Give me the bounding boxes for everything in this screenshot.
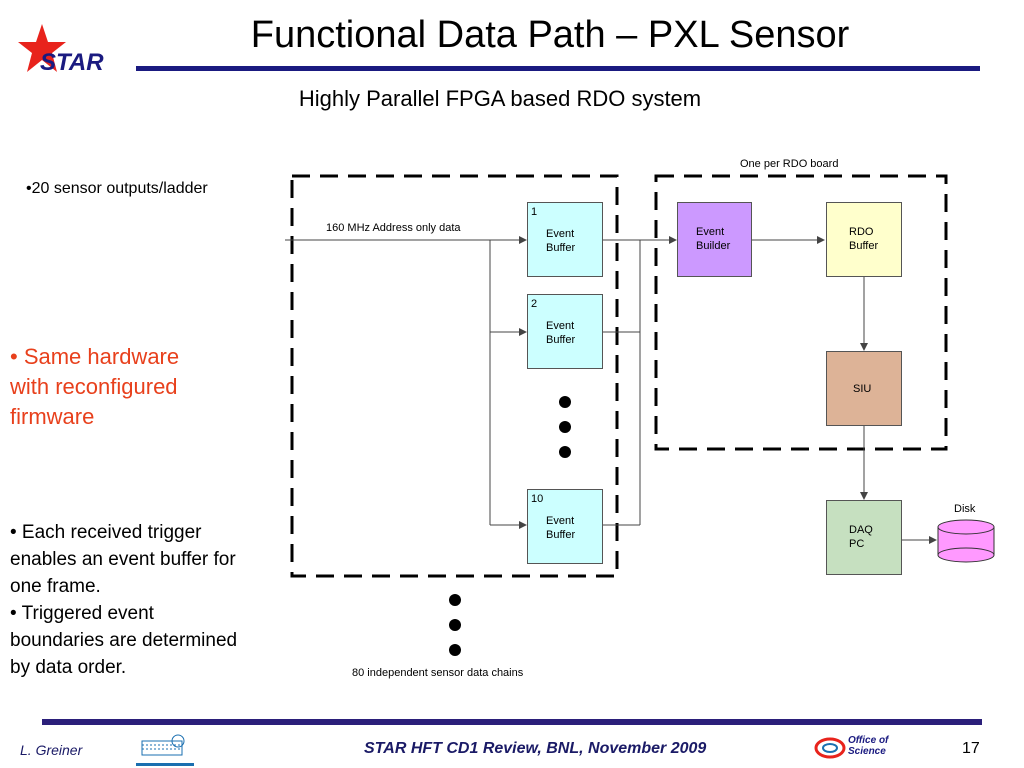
ellipsis-dot — [559, 421, 571, 433]
star-logo: STAR — [18, 24, 104, 76]
siu-box: SIU — [826, 351, 902, 426]
boundary-line: by data order. — [10, 657, 127, 678]
trigger-line: one frame. — [10, 576, 101, 597]
trigger-line: enables an event buffer for — [10, 549, 236, 570]
buffer-number: 10 — [531, 493, 544, 505]
ellipsis-dot — [449, 619, 461, 631]
page-subtitle: Highly Parallel FPGA based RDO system — [298, 86, 702, 111]
page-number: 17 — [962, 740, 980, 757]
ellipsis-dot — [559, 446, 571, 458]
rdo-board-dashed-region — [654, 174, 948, 451]
science-swirl-icon — [814, 737, 846, 759]
footer-rule — [42, 719, 982, 725]
input-label: 160 MHz Address only data — [326, 222, 461, 234]
sensor-outputs-text: •20 sensor outputs/ladder — [26, 180, 208, 197]
footer-event: STAR HFT CD1 Review, BNL, November 2009 — [364, 740, 707, 757]
ellipsis-dot — [449, 644, 461, 656]
boundary-line: • Triggered event — [10, 603, 154, 624]
siu-label: SIU — [853, 383, 872, 395]
buffer-number: 2 — [531, 298, 538, 310]
same-hardware-text: • Same hardware with reconfigured firmwa… — [10, 342, 179, 432]
disk-label: Disk — [954, 503, 976, 515]
disk-icon — [937, 519, 995, 563]
same-hw-line: firmware — [10, 404, 95, 429]
rdo-board-label: One per RDO board — [740, 158, 839, 170]
logo-text: STAR — [40, 49, 104, 76]
chains-label: 80 independent sensor data chains — [352, 667, 524, 679]
same-hw-line: with reconfigured — [10, 374, 178, 399]
building-icon — [141, 734, 185, 756]
ellipsis-dot — [559, 396, 571, 408]
bnl-logo — [136, 731, 194, 766]
star-icon — [18, 24, 66, 72]
ellipsis-dot — [449, 594, 461, 606]
trigger-text: • Each received trigger enables an event… — [10, 519, 237, 681]
trigger-line: • Each received trigger — [10, 522, 202, 543]
boundary-line: boundaries are determined — [10, 630, 238, 651]
page-title: Functional Data Path – PXL Sensor — [250, 14, 850, 56]
same-hw-line: • Same hardware — [10, 344, 180, 369]
footer-author: L. Greiner — [20, 742, 83, 758]
title-underline — [136, 66, 980, 71]
buffer-number: 1 — [531, 206, 538, 218]
fpga-dashed-region — [290, 174, 619, 578]
